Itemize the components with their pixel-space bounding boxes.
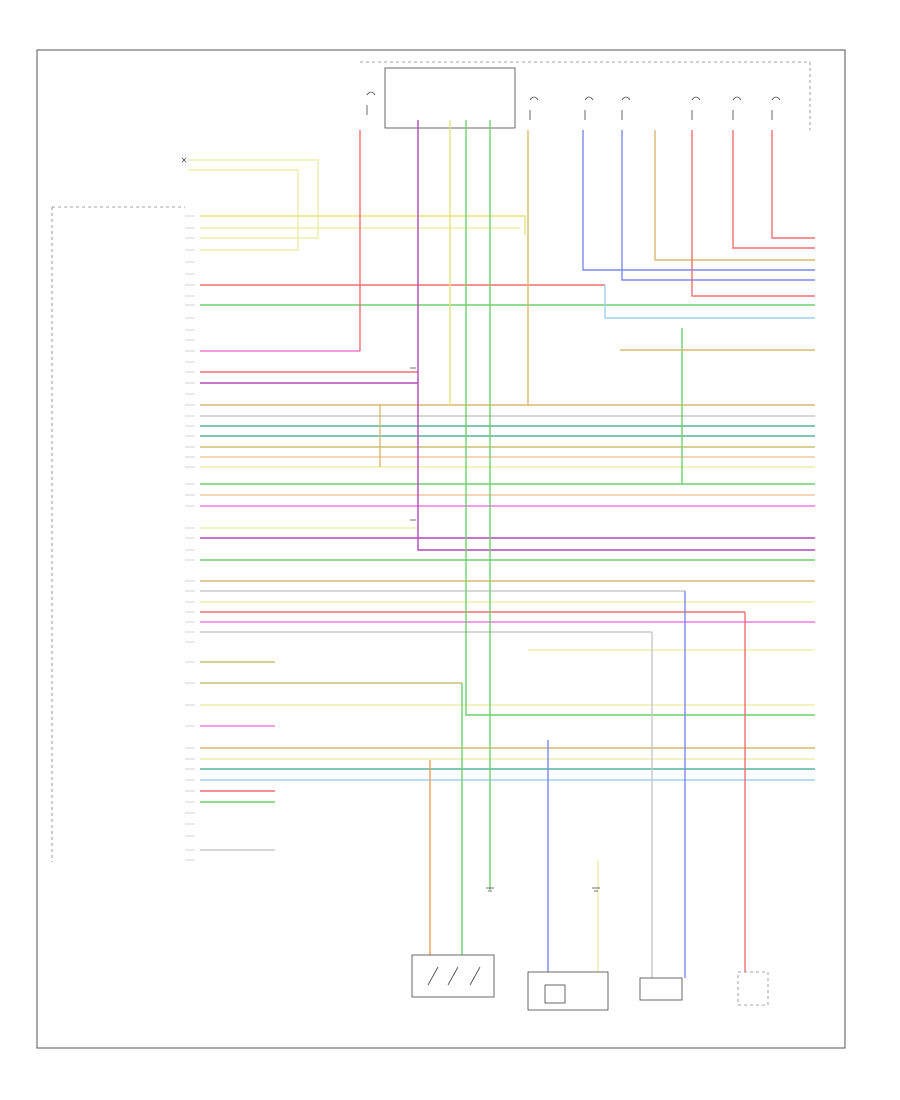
wire-vert-red — [691, 130, 815, 297]
clutch-switch-box — [411, 954, 495, 998]
wire-vert-red-2 — [732, 130, 815, 249]
wires — [188, 120, 815, 978]
sensor-box-1 — [527, 971, 609, 1011]
wire-vert-lightblue — [604, 285, 815, 319]
fuse-symbol — [621, 96, 631, 120]
fuse-symbol — [771, 96, 781, 120]
ecu-pin-rows — [185, 215, 195, 861]
wire-yellow-loop — [188, 159, 319, 239]
fuse-group — [366, 67, 781, 129]
ecu-outline — [51, 206, 185, 862]
fuse-symbol — [732, 96, 742, 120]
wire-vert-magenta — [417, 120, 815, 551]
ground-symbol-2 — [592, 887, 600, 892]
wire-vert-tan-2 — [654, 130, 815, 261]
wire-vert-red-3 — [771, 130, 815, 239]
wire-vert-green — [465, 120, 815, 716]
wire-yellow-loop-2 — [188, 169, 299, 251]
sensor-outline — [737, 971, 769, 1006]
ground-symbol-1 — [486, 887, 494, 892]
connector-marker — [181, 157, 187, 163]
wire-yellow — [200, 215, 526, 235]
sensor-box-3 — [639, 977, 683, 1001]
fuse-symbol — [366, 91, 376, 115]
fuse-splice-marker — [410, 367, 416, 521]
fuse-symbol — [529, 96, 539, 120]
switch-symbol — [427, 966, 481, 986]
power-distribution-outline — [360, 61, 811, 130]
bottom-components — [410, 367, 769, 1011]
wire-vert-blue-2 — [621, 130, 815, 281]
fuse-symbol — [584, 96, 594, 120]
fuse-symbol — [691, 96, 701, 120]
wire-vert-blue — [582, 130, 815, 271]
fuse-box — [384, 67, 516, 129]
sensor-box-2 — [544, 984, 566, 1004]
diagram-frame — [36, 49, 846, 1049]
